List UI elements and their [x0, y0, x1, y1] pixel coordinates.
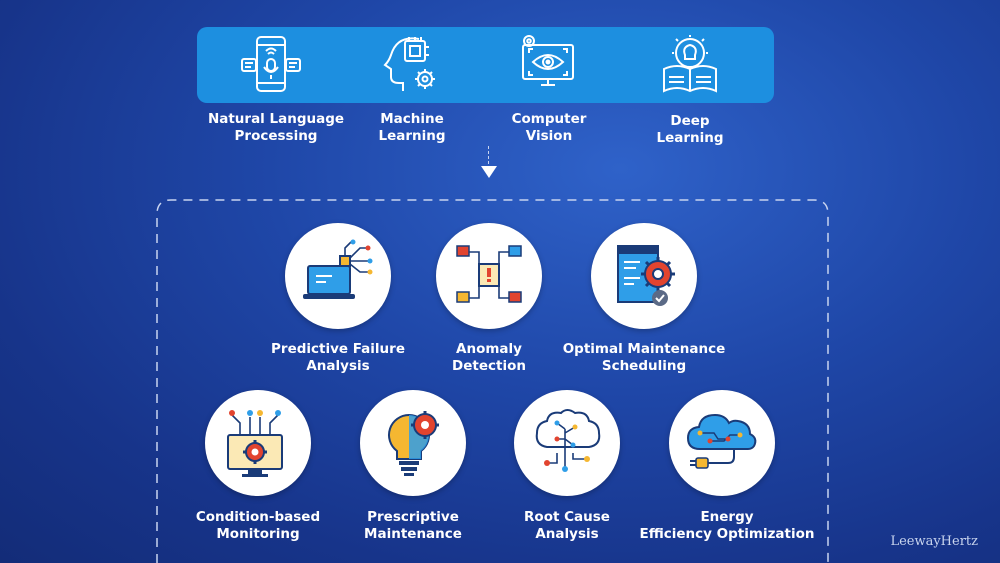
capability-label-anomaly: Anomaly Detection [452, 341, 526, 374]
cloud-plug-icon [686, 413, 757, 469]
capability-label-condition: Condition-based Monitoring [195, 509, 321, 542]
tech-label-deep-learning: Deep Learning [656, 113, 724, 146]
brain-circuit-icon [535, 409, 601, 472]
laptop-circuit-icon [303, 239, 373, 299]
capability-circle-anomaly [436, 223, 542, 329]
capability-label-energy: Energy Efficiency Optimization [639, 509, 815, 542]
capability-circle-energy [669, 390, 775, 496]
anomaly-network-icon [456, 245, 522, 303]
machine-learning-head-icon [383, 37, 435, 91]
deep-learning-book-icon [663, 35, 717, 93]
lightbulb-gear-icon [388, 411, 439, 476]
capability-circle-predictive [285, 223, 391, 329]
dashed-connector [488, 146, 489, 164]
capability-label-root-cause: Root Cause Analysis [524, 509, 610, 542]
tech-label-nlp: Natural Language Processing [207, 111, 345, 144]
capability-label-scheduling: Optimal Maintenance Scheduling [562, 341, 726, 374]
technology-bar [197, 27, 774, 103]
monitor-gear-icon [227, 410, 283, 477]
capability-circle-scheduling [591, 223, 697, 329]
document-gear-check-icon [617, 245, 675, 306]
capability-circle-condition [205, 390, 311, 496]
tech-label-machine-learning: Machine Learning [378, 111, 446, 144]
capability-circle-root-cause [514, 390, 620, 496]
watermark-logo: LeewayHertz [890, 534, 978, 549]
capability-label-predictive: Predictive Failure Analysis [271, 341, 405, 374]
tech-label-computer-vision: Computer Vision [511, 111, 587, 144]
down-arrow-icon [481, 166, 497, 178]
capability-label-prescriptive: Prescriptive Maintenance [364, 509, 462, 542]
capability-circle-prescriptive [360, 390, 466, 496]
nlp-phone-icon [241, 36, 301, 92]
computer-vision-monitor-icon [522, 35, 574, 86]
